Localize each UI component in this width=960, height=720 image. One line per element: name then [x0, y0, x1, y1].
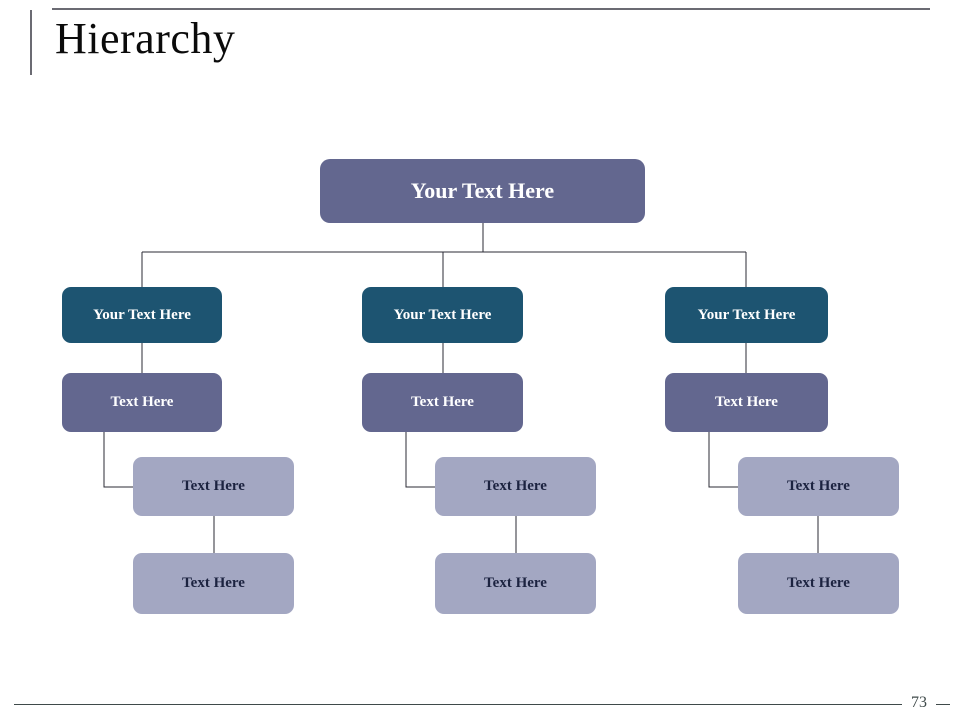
footer-rule-left	[14, 704, 902, 705]
node-level3-left[interactable]: Text Here	[62, 373, 222, 432]
node-level5-center[interactable]: Text Here	[435, 553, 596, 614]
node-root[interactable]: Your Text Here	[320, 159, 645, 223]
node-level5-left[interactable]: Text Here	[133, 553, 294, 614]
connector-l3-l4-left	[103, 432, 133, 488]
footer-rule-right	[936, 704, 950, 705]
title-bracket-decoration	[30, 8, 930, 75]
connector-l3-l4-right	[708, 432, 738, 488]
node-level4-left[interactable]: Text Here	[133, 457, 294, 516]
connector-l3-l4-center	[405, 432, 435, 488]
node-level4-right[interactable]: Text Here	[738, 457, 899, 516]
page-title: Hierarchy	[55, 14, 236, 63]
node-level5-right[interactable]: Text Here	[738, 553, 899, 614]
node-level3-center[interactable]: Text Here	[362, 373, 523, 432]
node-level2-left[interactable]: Your Text Here	[62, 287, 222, 343]
title-bracket-gap	[30, 8, 52, 10]
node-level3-right[interactable]: Text Here	[665, 373, 828, 432]
node-level2-center[interactable]: Your Text Here	[362, 287, 523, 343]
node-level2-right[interactable]: Your Text Here	[665, 287, 828, 343]
page-number: 73	[902, 694, 936, 712]
slide-header: Hierarchy	[0, 0, 960, 100]
node-level4-center[interactable]: Text Here	[435, 457, 596, 516]
